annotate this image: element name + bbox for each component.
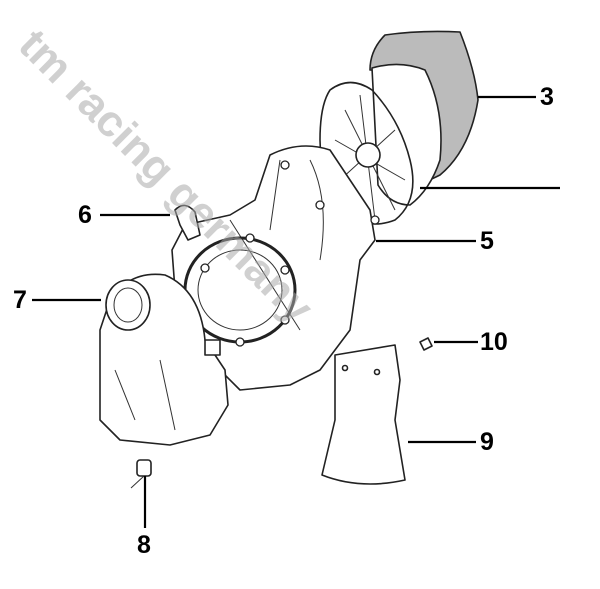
callout-10: 10	[480, 328, 508, 356]
clip-part	[174, 204, 201, 241]
mud-flap	[321, 344, 406, 485]
screw-part	[419, 337, 433, 351]
callout-6: 6	[78, 201, 92, 229]
intake-duct	[99, 273, 229, 446]
filter-cage	[319, 81, 414, 225]
callout-7: 7	[13, 286, 27, 314]
callout-5: 5	[480, 227, 494, 255]
callout-8: 8	[137, 531, 151, 559]
air-filter-foam	[369, 30, 479, 206]
bolt-part	[130, 459, 152, 489]
leader-lines	[32, 95, 560, 528]
callout-9: 9	[480, 428, 494, 456]
callout-3: 3	[540, 83, 554, 111]
airbox	[171, 145, 380, 391]
